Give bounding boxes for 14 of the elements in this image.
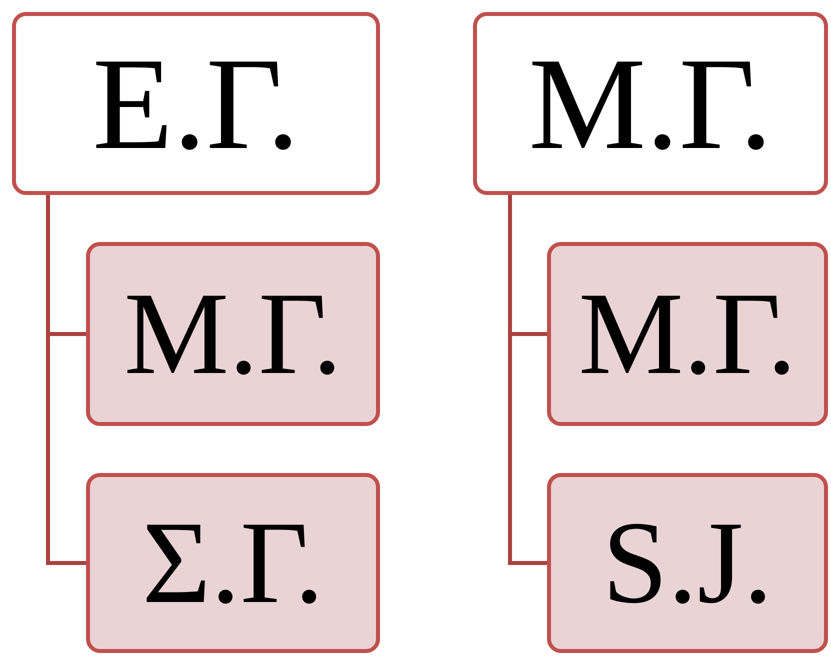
text-box xyxy=(86,473,380,653)
text-box xyxy=(86,242,380,426)
box-label: Μ.Γ. xyxy=(124,275,342,393)
text-box xyxy=(12,12,380,195)
box-label: Μ.Γ. xyxy=(528,38,772,170)
text-box xyxy=(547,473,828,653)
connector-line xyxy=(46,195,86,565)
text-box xyxy=(547,242,828,426)
text-box xyxy=(473,12,828,195)
box-label: Σ.Γ. xyxy=(142,504,324,622)
box-label: S.J. xyxy=(602,504,773,622)
box-label: Ε.Γ. xyxy=(92,38,300,170)
connector-line xyxy=(508,195,547,565)
box-label: Μ.Γ. xyxy=(578,275,796,393)
